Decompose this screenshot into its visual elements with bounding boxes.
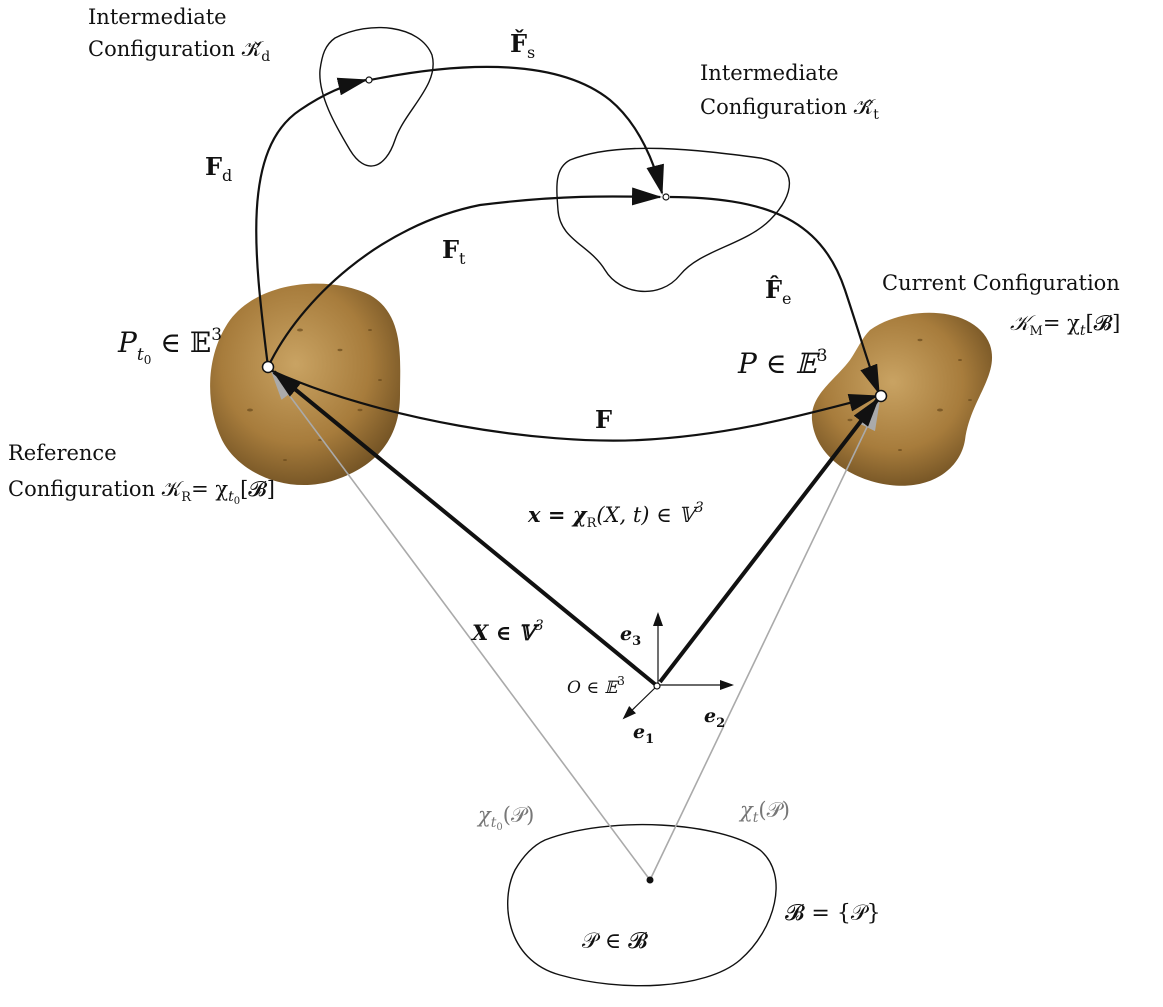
X-vector-label: X ∈ 𝕍3	[470, 618, 544, 645]
e1-axis	[624, 685, 658, 718]
intermediate-config-t-blob	[557, 148, 790, 291]
reference-point-label: Pt0 ∈ 𝔼3	[117, 325, 222, 367]
intermediate-d-label-line2: Configuration 𝒦̌d	[88, 37, 270, 65]
current-potato	[812, 313, 992, 486]
reference-config-label-line2: Configuration 𝒦R= χt0[𝓑]	[8, 477, 275, 507]
intermediate-t-label-line2: Configuration 𝒦̂t	[700, 95, 879, 123]
intermediate-config-d-blob	[320, 28, 433, 166]
point-intermediate-t	[663, 194, 669, 200]
F-s-curve	[370, 67, 662, 193]
e1-label: e1	[633, 721, 654, 747]
intermediate-d-label-line1: Intermediate	[88, 5, 227, 29]
current-config-label-line1: Current Configuration	[882, 271, 1120, 295]
origin-label: O ∈ 𝔼3	[567, 674, 625, 698]
F-e-label: F̂e	[765, 275, 792, 308]
chi-t0-label: χt0(𝒫)	[476, 803, 534, 833]
F-s-label: F̌s	[510, 29, 535, 62]
chi-t0-ray	[272, 372, 650, 880]
current-config-label-line2: 𝒦M= χt[𝓑]	[1010, 311, 1120, 339]
particle-label: 𝒫 ∈ 𝓑	[582, 929, 648, 954]
point-particle	[647, 877, 654, 884]
e3-label: e3	[620, 623, 641, 649]
reference-config-label-line1: Reference	[8, 441, 117, 465]
e2-label: e2	[704, 705, 725, 731]
point-reference	[263, 362, 274, 373]
F-label: F	[595, 405, 612, 434]
chi-t-label: χt(𝒫)	[738, 798, 790, 826]
body-blob	[508, 825, 776, 986]
F-t-label: Ft	[442, 235, 466, 268]
point-intermediate-d	[366, 77, 372, 83]
current-point-label: P ∈ 𝔼3	[737, 346, 828, 380]
F-d-label: Fd	[205, 152, 232, 185]
body-set-label: 𝓑 = {𝒫}	[785, 901, 881, 926]
point-origin	[654, 683, 660, 689]
point-current	[876, 391, 887, 402]
x-vector	[660, 399, 878, 682]
intermediate-t-label-line1: Intermediate	[700, 61, 839, 85]
x-map-label: x = χR(X, t) ∈ 𝕍3	[527, 500, 704, 531]
